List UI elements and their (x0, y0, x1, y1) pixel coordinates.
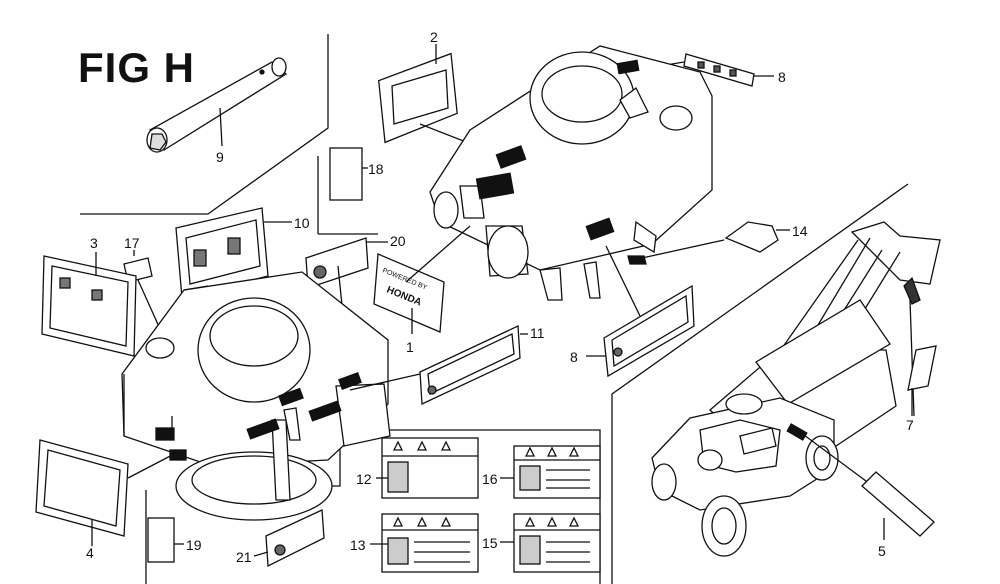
callout-16: 16 (482, 471, 498, 487)
lawn-mower (651, 221, 941, 557)
callout-4: 4 (86, 545, 94, 561)
callout-20: 20 (390, 233, 406, 249)
callout-18: 18 (368, 161, 384, 177)
label-8-top (635, 53, 774, 87)
engine-lower-left (121, 271, 391, 521)
callout-15: 15 (482, 535, 498, 551)
label-21 (253, 509, 325, 568)
engine-upper (405, 45, 713, 317)
label-14 (627, 221, 790, 265)
callout-8-top: 8 (778, 69, 786, 85)
callout-8-side: 8 (570, 349, 578, 365)
label-10 (175, 207, 292, 299)
callout-5: 5 (878, 543, 886, 559)
callout-9: 9 (216, 149, 224, 165)
label-18 (317, 147, 378, 235)
label-7 (907, 345, 937, 416)
label-4 (35, 439, 179, 546)
warning-label-12 (376, 437, 479, 499)
callout-14: 14 (792, 223, 808, 239)
label-3 (41, 252, 137, 357)
tube-wrench (146, 57, 288, 153)
callout-21: 21 (236, 549, 252, 565)
figure-title: FIG H (78, 44, 195, 91)
label-1-honda (373, 253, 445, 334)
callout-7: 7 (906, 417, 914, 433)
label-19 (147, 517, 184, 563)
label-11 (349, 325, 528, 405)
callout-19: 19 (186, 537, 202, 553)
label-5 (861, 471, 935, 540)
warning-label-15 (500, 513, 601, 573)
callout-1: 1 (406, 339, 414, 355)
callout-17: 17 (124, 235, 140, 251)
warning-label-13 (370, 513, 479, 573)
callout-3: 3 (90, 235, 98, 251)
callout-12: 12 (356, 471, 372, 487)
callout-10: 10 (294, 215, 310, 231)
callout-13: 13 (350, 537, 366, 553)
callout-2: 2 (430, 29, 438, 45)
callout-11: 11 (530, 325, 545, 341)
warning-label-16 (500, 445, 601, 499)
label-6 (586, 284, 695, 378)
callout-numbers: 1 2 3 4 5 6 7 8 8 9 10 11 12 13 14 15 16… (86, 29, 914, 565)
